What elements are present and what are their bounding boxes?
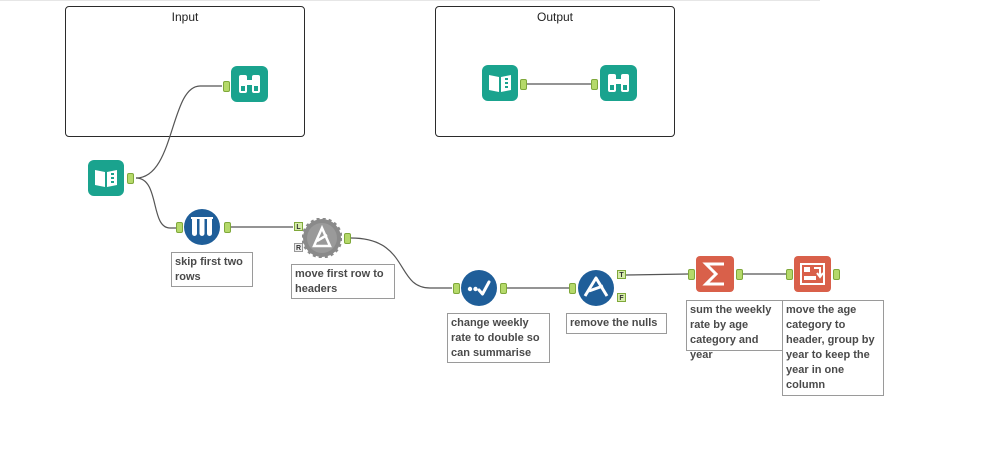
filter-false-anchor[interactable]: F (617, 293, 626, 302)
filter-triangle-icon (578, 270, 614, 306)
browse-tool-input[interactable] (231, 66, 268, 102)
binoculars-icon (231, 66, 268, 102)
rename-right-anchor[interactable]: R (294, 243, 303, 252)
sample-input-anchor[interactable] (176, 222, 183, 233)
wire-input-to-sample (135, 177, 176, 229)
crosstab-annotation: move the age category to header, group b… (782, 300, 884, 396)
select-tool[interactable] (460, 269, 498, 307)
output-data-output-anchor[interactable] (520, 79, 527, 90)
book-icon (88, 160, 124, 196)
filter-annotation: remove the nulls (566, 313, 667, 334)
crosstab-input-anchor[interactable] (786, 269, 793, 280)
canvas-top-divider (0, 0, 820, 1)
wire-rename-to-select (350, 237, 452, 289)
input-data-tool[interactable] (88, 160, 124, 196)
output-data-tool[interactable] (482, 65, 518, 101)
select-check-icon (461, 270, 497, 306)
crosstab-output-anchor[interactable] (833, 269, 840, 280)
wire-filter-to-summarize (625, 273, 689, 276)
sample-tool[interactable] (183, 208, 221, 246)
binoculars-icon (600, 65, 637, 101)
summarize-input-anchor[interactable] (688, 269, 695, 280)
sample-annotation: skip first two rows (171, 252, 253, 287)
summarize-output-anchor[interactable] (736, 269, 743, 280)
select-input-anchor[interactable] (453, 283, 460, 294)
input-container-title: Input (171, 10, 199, 24)
filter-tool[interactable] (577, 269, 615, 307)
filter-input-anchor[interactable] (569, 283, 576, 294)
rename-left-anchor[interactable]: L (294, 222, 303, 231)
wire-input-to-browse (135, 85, 222, 179)
summarize-tool[interactable] (696, 256, 734, 292)
sigma-icon (696, 256, 734, 292)
crosstab-icon (794, 256, 831, 292)
crosstab-tool[interactable] (794, 256, 831, 292)
test-tubes-icon (184, 209, 220, 245)
summarize-annotation: sum the weekly rate by age category and … (686, 300, 785, 361)
dynamic-rename-annotation: move first row to headers (291, 264, 395, 299)
select-output-anchor[interactable] (500, 283, 507, 294)
browse-output-input-anchor[interactable] (591, 79, 598, 90)
gear-rename-icon (301, 217, 343, 259)
browse-input-anchor[interactable] (223, 81, 230, 92)
rename-output-anchor[interactable] (344, 233, 351, 244)
dynamic-rename-tool[interactable] (301, 217, 343, 259)
sample-output-anchor[interactable] (224, 222, 231, 233)
input-container[interactable]: Input (65, 6, 305, 137)
browse-tool-output[interactable] (600, 65, 637, 101)
output-container-title: Output (536, 10, 574, 24)
input-output-anchor[interactable] (127, 173, 134, 184)
book-icon (482, 65, 518, 101)
filter-true-anchor[interactable]: T (617, 270, 626, 279)
select-annotation: change weekly rate to double so can summ… (447, 313, 550, 363)
